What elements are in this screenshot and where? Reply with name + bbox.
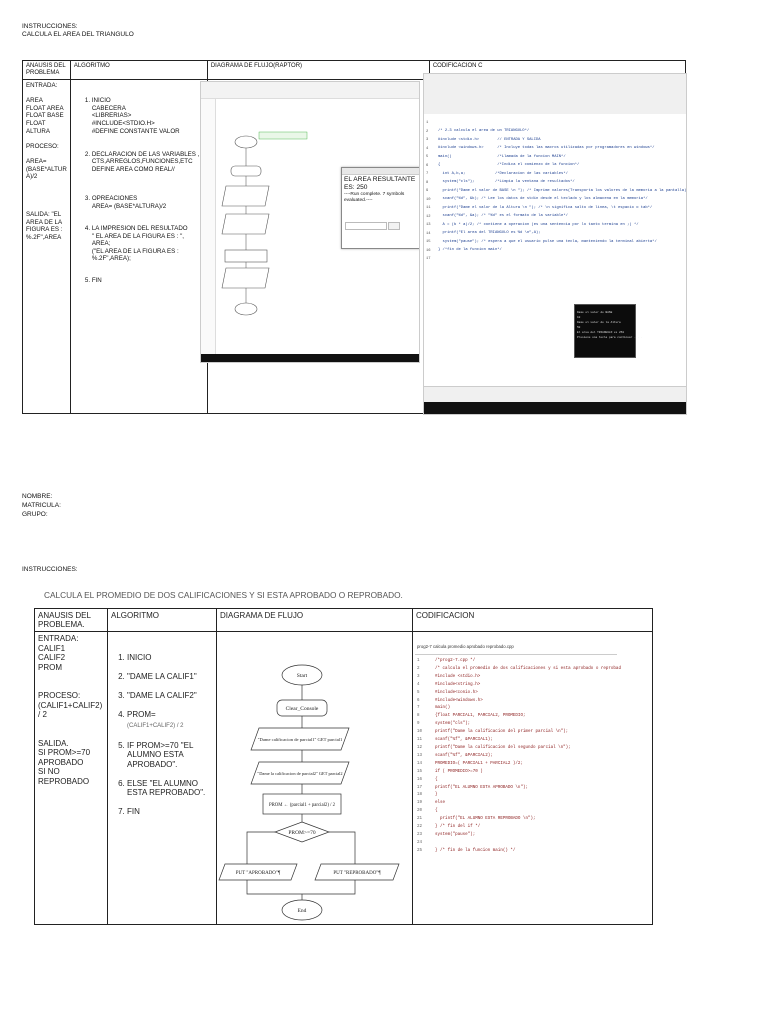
analysis-cell: ENTRADA: AREA FLOAT AREA FLOAT BASE FLOA… (22, 79, 71, 414)
flow-input2 (250, 761, 350, 785)
algo-step: FIN (127, 807, 213, 817)
algorithm-list: INICIO CABECERA <LIBRERIAS> #INCLUDE<STD… (74, 90, 204, 293)
header-algorithm: ALGORITMO (69, 60, 208, 80)
ide-toolbar (424, 74, 686, 115)
line-gutter: 1 2 3 4 5 6 7 8 9 10 11 12 13 14 15 16 1… (417, 659, 423, 853)
taskbar (424, 402, 686, 414)
flow-calc-label: PROM ← (parcial1 + parcial2) / 2 (269, 803, 336, 808)
line-gutter: 1 2 3 4 5 6 7 8 9 10 11 12 13 14 15 16 1… (426, 121, 431, 261)
flow-output-no-label: PUT "REPROBADO"¶ (333, 871, 381, 876)
algo-step: OPREACIONES AREA= (BASE*ALTURA)/2 (92, 195, 204, 210)
code-text: /* 2-3 calcula el area de un TRIANGULO*/… (438, 129, 687, 252)
ide-logs-panel (424, 386, 686, 403)
console-output: Dame el valor de BASE 10 Dame el valor d… (577, 311, 643, 339)
flow-input1 (250, 727, 350, 751)
header-algorithm: ALGORITMO (107, 608, 217, 632)
header-flowchart: DIAGRAMA DE FLUJO (216, 608, 413, 632)
raptor-symbol-panel (201, 99, 216, 354)
algo-step: DECLARACION DE LAS VARIABLES , CTS,ARREG… (92, 151, 204, 174)
console-status: ----Run complete. 7 symbols evaluated.--… (344, 192, 405, 203)
flow-output-no (314, 863, 400, 881)
header-flowchart: DIAGRAMA DE FLUJO(RAPTOR) (206, 60, 430, 80)
console-result: EL AREA RESULTANTE ES: 250 (344, 176, 416, 191)
algo-step: "DAME LA CALIF1" (127, 672, 213, 682)
raptor-console-window: EL AREA RESULTANTE ES: 250 ----Run compl… (341, 167, 419, 249)
codeblocks-screenshot: 1 2 3 4 5 6 7 8 9 10 11 12 13 14 15 16 1… (423, 73, 687, 415)
header-code: CODIFICACION (412, 608, 653, 632)
instructions-label: INSTRUCCIONES: (22, 23, 78, 30)
group-label: GRUPO: (22, 511, 48, 518)
flow-input2-label: "Dame la calificacion de parcial2" GET p… (257, 771, 342, 776)
flowchart-cell: Start Clear_Console "Dame calificacion d… (216, 631, 413, 925)
raptor-toolbar (201, 82, 419, 99)
code-file-tab[interactable]: prog2-7 calcula promedio aprobado reprob… (417, 644, 514, 649)
raptor-screenshot: EL AREA RESULTANTE ES: 250 ----Run compl… (200, 81, 420, 363)
task-title: CALCULA EL AREA DEL TRIANGULO (22, 31, 134, 38)
taskbar (201, 354, 419, 362)
name-label: NOMBRE: (22, 493, 53, 500)
algo-step: IF PROM>=70 "EL ALUMNO ESTA APROBADO". (127, 741, 213, 770)
algo-step: "DAME LA CALIF2" (127, 691, 213, 701)
algo-step: PROM= (CALIF1+CALIF2) / 2 (127, 710, 213, 731)
header-analysis: ANAUSIS DEL PROBLEMA. (34, 608, 108, 632)
task-title: CALCULA EL PROMEDIO DE DOS CALIFICACIONE… (44, 590, 403, 600)
flow-clear (276, 699, 328, 717)
flow-input1-label: "Dame calificacion de parcial1" GET parc… (258, 737, 343, 742)
code-editor: 1 2 3 4 5 6 7 8 9 10 11 12 13 14 15 16 1… (424, 114, 686, 399)
grade-flowchart: Start Clear_Console "Dame calificacion d… (218, 664, 400, 921)
output-console: Dame el valor de BASE 10 Dame el valor d… (574, 304, 643, 358)
flow-clear-label: Clear_Console (286, 706, 319, 712)
matricula-label: MATRICULA: (22, 502, 61, 509)
algorithm-cell: INICIO "DAME LA CALIF1" "DAME LA CALIF2"… (107, 631, 217, 925)
raptor-flowchart (221, 131, 308, 316)
prom-formula: (CALIF1+CALIF2) / 2 (127, 722, 184, 729)
algorithm-cell: INICIO CABECERA <LIBRERIAS> #INCLUDE<STD… (69, 79, 208, 414)
flow-decision-label: PROM>=70 (288, 830, 316, 836)
algo-step: LA IMPRESION DEL RESULTADO " EL AREA DE … (92, 225, 204, 263)
algo-step: FIN (92, 277, 204, 285)
divider (415, 654, 617, 655)
grade-table: ANAUSIS DEL PROBLEMA. ALGORITMO DIAGRAMA… (34, 608, 653, 925)
flow-output-yes-label: PUT "APROBADO"¶ (236, 871, 281, 876)
algorithm-list: INICIO "DAME LA CALIF1" "DAME LA CALIF2"… (111, 644, 213, 827)
code-text: /*prog2-7.cpp */ /* calcula el promedio … (435, 659, 621, 853)
prom-label: PROM= (127, 710, 156, 719)
console-titlebar (342, 168, 419, 175)
flow-start-label: Start (297, 673, 308, 679)
algo-step: ELSE "EL ALUMNO ESTA REPROBADO". (127, 779, 213, 798)
code-panel: prog2-7 calcula promedio aprobado reprob… (413, 632, 621, 924)
header-analysis: ANAUSIS DEL PROBLEMA (22, 60, 71, 80)
code-cell: prog2-7 calcula promedio aprobado reprob… (412, 631, 653, 925)
console-clear-button[interactable] (388, 222, 400, 230)
flow-end (281, 899, 323, 921)
analysis-cell: ENTRADA: CALIF1 CALIF2 PROM PROCESO: (CA… (34, 631, 108, 925)
flow-output-yes (218, 863, 298, 881)
algo-step: INICIO (127, 653, 213, 663)
flow-decision (273, 821, 331, 843)
algo-step: INICIO CABECERA <LIBRERIAS> #INCLUDE<STD… (92, 97, 204, 135)
console-input-box[interactable] (345, 222, 387, 230)
flow-start (281, 664, 323, 686)
instructions-label: INSTRUCCIONES: (22, 566, 78, 573)
flow-end-label: End (298, 908, 307, 914)
